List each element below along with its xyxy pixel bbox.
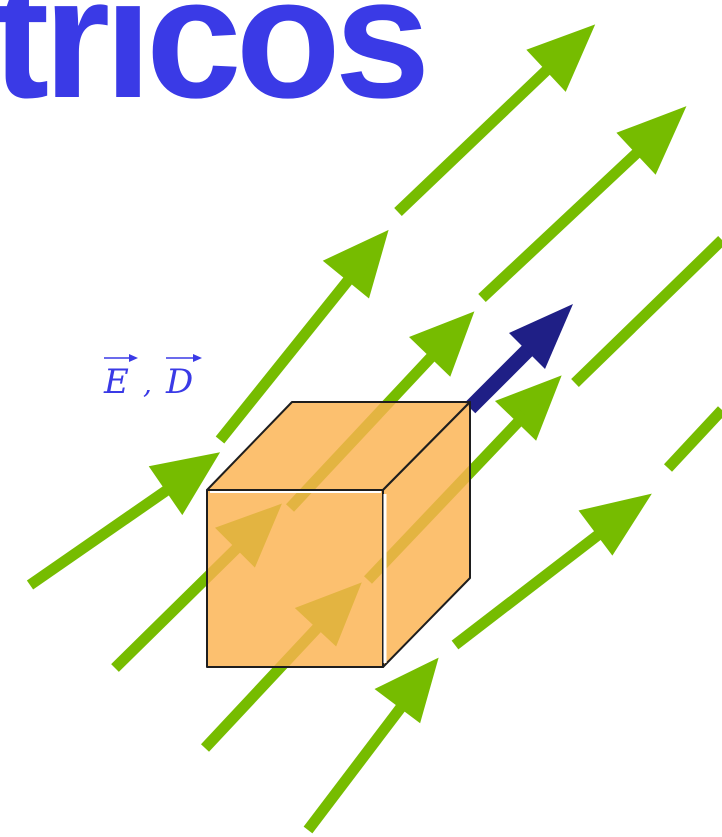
field-symbol-e: E: [103, 362, 129, 402]
cube-side-face: [382, 401, 471, 668]
field-line-6: [478, 106, 687, 303]
field-line-7: [571, 236, 722, 387]
field-line-5: [394, 24, 596, 216]
field-label-separator: ,: [143, 367, 152, 400]
vector-arrow-d-icon: [166, 354, 202, 362]
slide-title: tricos: [0, 0, 430, 134]
cube-front-face: [206, 489, 384, 668]
field-line-4: [303, 406, 722, 834]
field-line-1: [26, 229, 389, 590]
normal-vector-arrow: [464, 304, 573, 414]
field-label: E , D: [103, 354, 202, 402]
field-symbol-d: D: [165, 362, 193, 402]
vector-arrow-e-icon: [104, 354, 138, 362]
dielectric-cube: [206, 401, 471, 668]
